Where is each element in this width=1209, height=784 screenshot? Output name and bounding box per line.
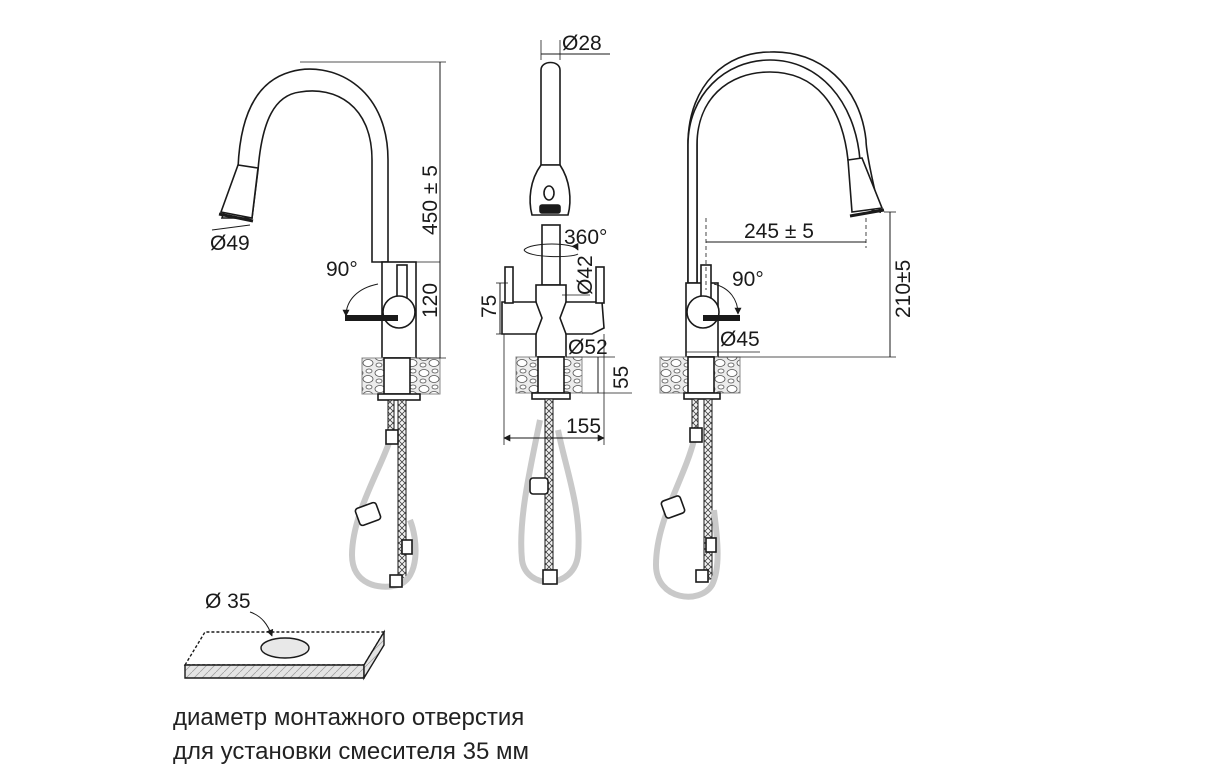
dim-body-height: 120 — [419, 283, 442, 318]
dim-reach: 245 ± 5 — [744, 220, 814, 243]
right-view — [652, 51, 896, 600]
dim-column-diameter: Ø42 — [574, 255, 597, 295]
left-view — [218, 61, 446, 590]
dim-lever-angle-right: 90° — [732, 268, 764, 291]
dim-hole-diameter: Ø 35 — [205, 590, 251, 613]
front-view — [496, 40, 632, 585]
dim-lever-angle-left: 90° — [326, 258, 358, 281]
dim-spout-diameter: Ø49 — [210, 232, 250, 255]
dim-spout-height: 210±5 — [892, 260, 915, 318]
front-rotation-arc — [523, 242, 579, 251]
dim-top-diameter: Ø28 — [562, 32, 602, 55]
hole-leader — [249, 611, 274, 637]
dim-height-total: 450 ± 5 — [419, 165, 442, 235]
dim-width: 155 — [566, 415, 601, 438]
left-spout-head — [219, 164, 259, 219]
right-pullout-hose — [652, 439, 721, 600]
mounting-plate — [183, 611, 386, 681]
right-angle-arc — [713, 283, 742, 315]
dim-body-diameter: Ø45 — [720, 328, 760, 351]
dim-rotation: 360° — [564, 226, 607, 249]
left-angle-arc — [342, 283, 379, 317]
mounting-hole — [260, 637, 310, 659]
dim-base-diameter: Ø52 — [568, 336, 608, 359]
front-spout-tube — [540, 61, 561, 166]
dim-lever-height: 75 — [478, 295, 501, 318]
left-pullout-hose — [348, 439, 419, 590]
right-spout-head — [847, 157, 884, 213]
caption-line-1: диаметр монтажного отверстия — [173, 704, 525, 731]
caption-line-2: для установки смесителя 35 мм — [173, 738, 529, 765]
dim-base-height: 55 — [610, 366, 633, 389]
